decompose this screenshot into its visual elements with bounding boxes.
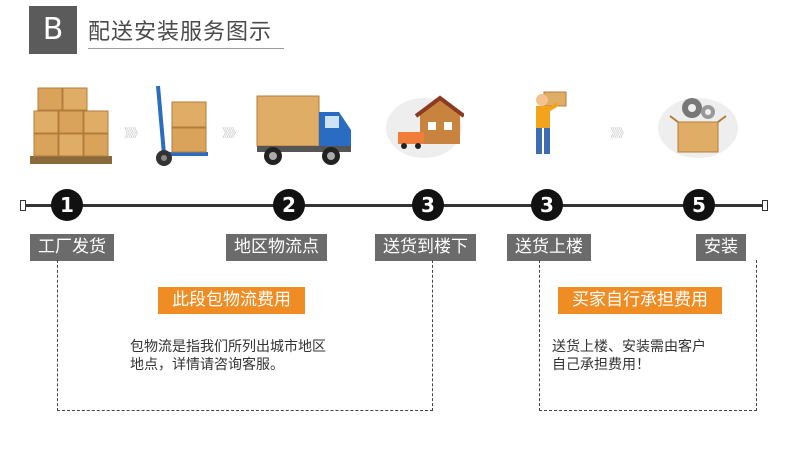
connector-arrows: 》》》 — [610, 126, 630, 140]
connector-arrows: 》》》 — [222, 126, 242, 140]
step-number-1: 1 — [51, 189, 83, 221]
buyer-cost-bracket — [539, 260, 757, 411]
step-number-5: 5 — [683, 189, 715, 221]
step-label-factory: 工厂发货 — [30, 234, 114, 261]
free-logistics-title: 此段包物流费用 — [158, 287, 305, 314]
step-number-3: 3 — [412, 189, 444, 221]
timeline-axis — [22, 204, 766, 207]
buyer-cost-line-1: 送货上楼、安装需由客户 — [552, 339, 706, 355]
step-number-2: 2 — [273, 189, 305, 221]
section-badge: B — [29, 6, 77, 54]
step-number-4: 3 — [531, 189, 563, 221]
delivery-truck-illustration — [256, 95, 351, 165]
title-underline — [88, 48, 284, 49]
step-label-install: 安装 — [696, 234, 746, 261]
free-logistics-description: 包物流是指我们所列出城市地区 地点，详情请咨询客服。 — [130, 338, 326, 374]
step-label-upstairs: 送货上楼 — [507, 234, 591, 261]
free-logistics-line-2: 地点，详情请咨询客服。 — [130, 357, 284, 373]
truck-house-illustration — [386, 95, 464, 158]
free-logistics-bracket — [57, 260, 433, 411]
timeline-start-cap — [20, 200, 26, 211]
buyer-cost-title: 买家自行承担费用 — [558, 287, 722, 314]
hand-truck-illustration — [156, 85, 208, 166]
page-title: 配送安装服务图示 — [88, 20, 273, 45]
boxes-pallet-illustration — [30, 87, 112, 164]
timeline-end-cap — [762, 200, 768, 211]
gear-box-illustration — [658, 98, 738, 158]
delivery-man-illustration — [536, 91, 567, 154]
connector-arrows: 》》》 — [124, 126, 144, 140]
step-label-logistics: 地区物流点 — [226, 234, 327, 261]
buyer-cost-description: 送货上楼、安装需由客户 自己承担费用！ — [552, 338, 706, 374]
buyer-cost-line-2: 自己承担费用！ — [552, 357, 650, 373]
step-label-downstairs: 送货到楼下 — [375, 234, 476, 261]
free-logistics-line-1: 包物流是指我们所列出城市地区 — [130, 339, 326, 355]
